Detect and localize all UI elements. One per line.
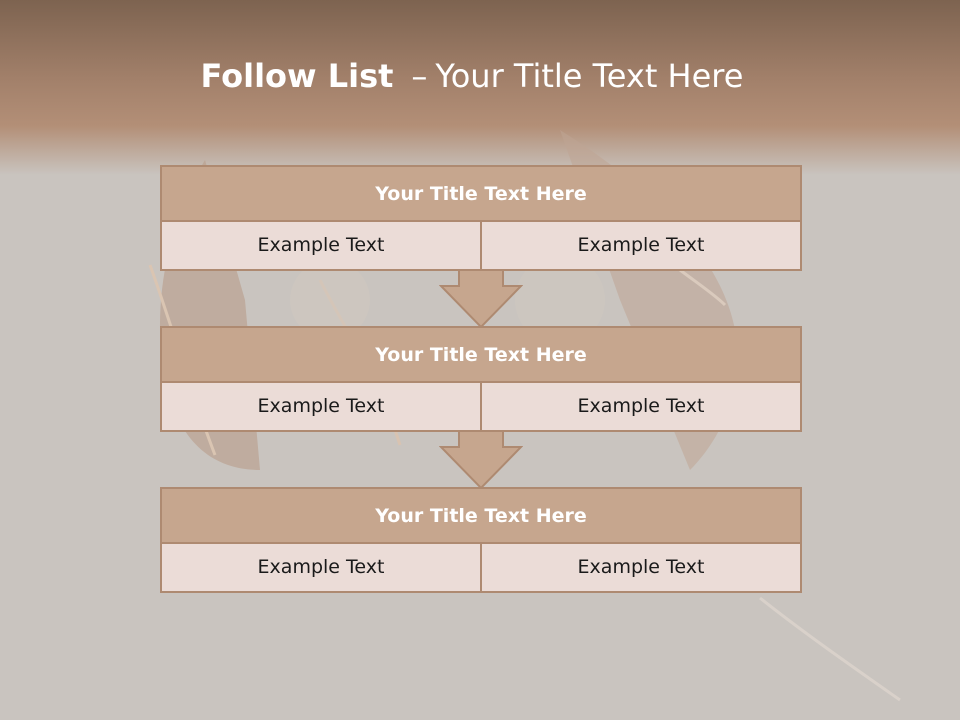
header-band bbox=[0, 0, 960, 175]
down-arrow-icon bbox=[439, 431, 523, 490]
block-cell-right: Example Text bbox=[480, 222, 800, 269]
list-block-3: Your Title Text Here Example Text Exampl… bbox=[160, 487, 802, 593]
block-cell-left: Example Text bbox=[162, 222, 480, 269]
block-row: Example Text Example Text bbox=[162, 383, 800, 430]
title-separator: – bbox=[411, 57, 428, 95]
list-block-2: Your Title Text Here Example Text Exampl… bbox=[160, 326, 802, 432]
block-row: Example Text Example Text bbox=[162, 222, 800, 269]
bg-sparkle-field bbox=[290, 260, 370, 340]
bg-streak bbox=[759, 596, 901, 702]
block-cell-right: Example Text bbox=[480, 383, 800, 430]
block-title: Your Title Text Here bbox=[162, 328, 800, 383]
block-cell-right: Example Text bbox=[480, 544, 800, 591]
down-arrow-icon bbox=[439, 270, 523, 329]
block-title: Your Title Text Here bbox=[162, 167, 800, 222]
block-title: Your Title Text Here bbox=[162, 489, 800, 544]
block-row: Example Text Example Text bbox=[162, 544, 800, 591]
list-block-1: Your Title Text Here Example Text Exampl… bbox=[160, 165, 802, 271]
block-cell-left: Example Text bbox=[162, 544, 480, 591]
title-rest-part: Your Title Text Here bbox=[435, 57, 744, 95]
title-bold-part: Follow List bbox=[200, 57, 394, 95]
slide-title: Follow List–Your Title Text Here bbox=[0, 52, 944, 100]
bg-finger-3 bbox=[679, 268, 727, 307]
block-cell-left: Example Text bbox=[162, 383, 480, 430]
bg-sparkle-field-2 bbox=[515, 255, 605, 345]
